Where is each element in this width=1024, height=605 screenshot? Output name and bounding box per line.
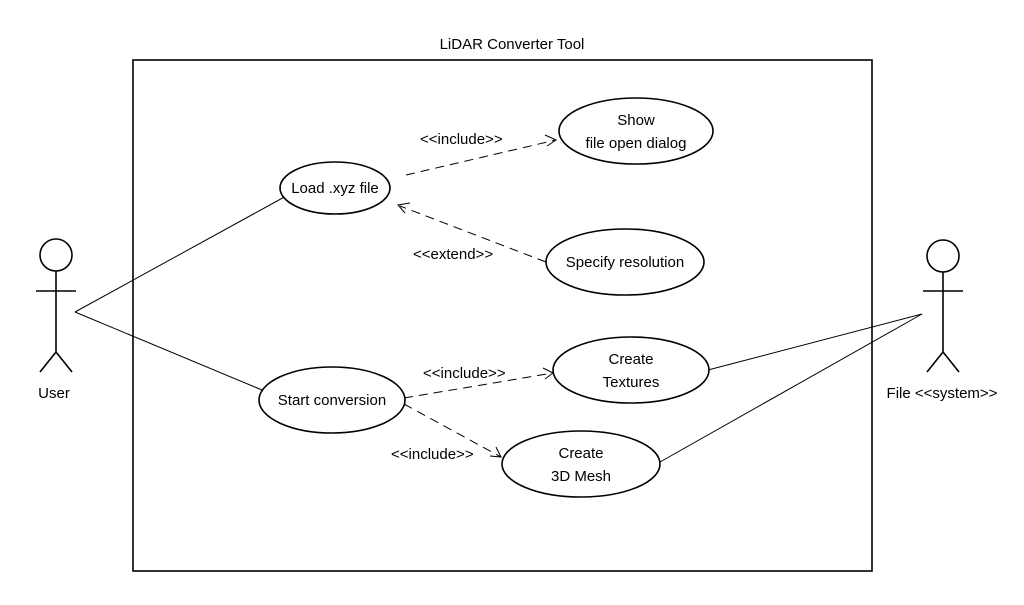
use-case-textures [552, 336, 710, 404]
actor-user-leg-right [55, 351, 73, 373]
relation-label-start-textures: <<include>> [423, 365, 506, 382]
use-case-start-label: Start conversion [278, 392, 386, 409]
relation-line-start-mesh [403, 403, 502, 458]
actor-file-leg-left [926, 351, 944, 373]
use-case-show [558, 97, 714, 165]
use-case-mesh-label-2: 3D Mesh [551, 468, 611, 485]
relation-line-specify-load [399, 205, 547, 263]
use-case-load-label: Load .xyz file [291, 180, 379, 197]
system-boundary [132, 59, 873, 572]
use-case-textures-label-1: Create [608, 351, 653, 368]
relation-label-specify-load: <<extend>> [413, 246, 493, 263]
use-case-show-label-1: Show [617, 112, 655, 129]
actor-file-leg-right [942, 351, 960, 373]
association-user-load [74, 194, 289, 313]
use-case-specify [545, 228, 705, 296]
use-case-show-label-2: file open dialog [586, 135, 687, 152]
actor-file [923, 239, 963, 373]
system-title: LiDAR Converter Tool [440, 36, 585, 53]
arrowhead-textures [542, 367, 554, 380]
use-case-mesh-label-1: Create [558, 445, 603, 462]
actor-file-label: File <<system>> [887, 385, 998, 402]
actor-user-head [39, 238, 73, 272]
actor-user [36, 238, 76, 373]
relation-line-start-textures [403, 372, 554, 399]
relation-label-start-mesh: <<include>> [391, 446, 474, 463]
use-case-specify-label: Specify resolution [566, 254, 684, 271]
use-case-load [279, 161, 391, 215]
use-case-start [258, 366, 406, 434]
arrowhead-load [397, 202, 411, 214]
association-user-start [74, 311, 263, 391]
arrowhead-show [544, 134, 558, 147]
association-file-mesh [659, 313, 923, 463]
arrowhead-mesh [489, 446, 502, 458]
association-file-textures [707, 313, 923, 371]
use-case-textures-label-2: Textures [603, 374, 660, 391]
use-case-mesh [501, 430, 661, 498]
relation-label-load-show: <<include>> [420, 131, 503, 148]
actor-user-leg-left [39, 351, 57, 373]
relation-line-load-show [405, 139, 557, 176]
actor-file-head [926, 239, 960, 273]
actor-user-label: User [38, 385, 70, 402]
